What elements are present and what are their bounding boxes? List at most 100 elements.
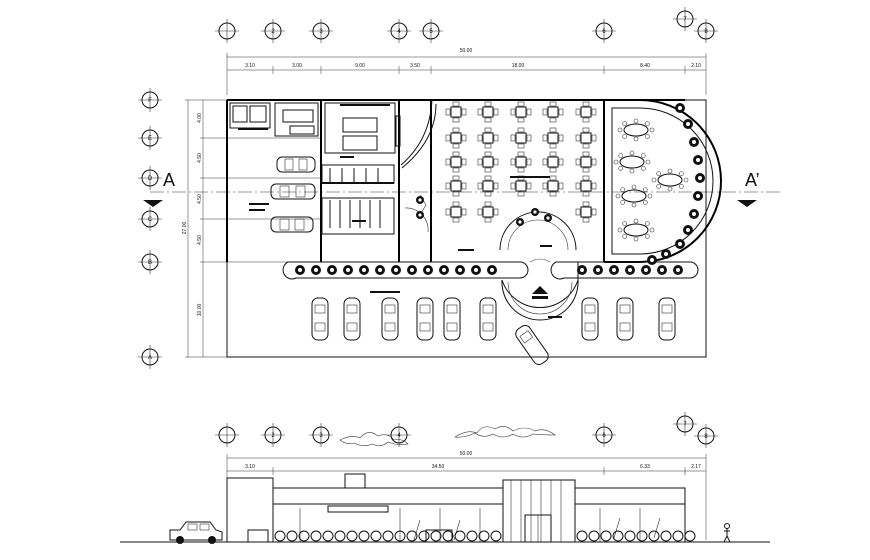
shrub-icon — [600, 530, 612, 542]
tree-icon — [343, 265, 353, 275]
tree-icon — [416, 196, 424, 204]
dining-table-icon — [575, 151, 597, 173]
tree-icon — [693, 155, 703, 165]
shrub-icon — [624, 530, 636, 542]
grid-marker-7: 7 — [673, 7, 697, 31]
plan-left-grid-markers: F E D C B A — [138, 88, 162, 369]
section-arrow-left-icon — [143, 200, 163, 207]
dining-table-icon — [477, 201, 499, 223]
plan-left-dimensions: 27.00 4.00 4.50 4.50 4.50 10.00 — [182, 99, 320, 358]
grid-label-7: 7 — [683, 17, 687, 23]
grid-marker-8: 8 — [694, 19, 718, 43]
grid-label-E: E — [148, 136, 152, 142]
plan-overall-width-dimension: 50.00 — [226, 48, 707, 95]
plan-dim-2: 3.00 — [292, 63, 302, 69]
shrub-icon — [478, 530, 490, 542]
dining-table-icon — [575, 101, 597, 123]
tree-icon — [693, 191, 703, 201]
grid-label-4: 4 — [397, 29, 401, 35]
cloud-left-icon — [339, 432, 409, 447]
round-table-icon — [613, 150, 651, 174]
shrub-icon — [442, 530, 454, 542]
grid-marker-B: B — [138, 250, 162, 274]
car-top-view-icon — [270, 216, 314, 233]
tree-icon — [516, 218, 524, 226]
elev-dim-4: 2.17 — [691, 464, 701, 470]
plan-top-grid-markers: 2 3 4 5 6 7 8 — [215, 7, 718, 43]
private-dining-hall — [613, 118, 689, 242]
grid-label-5: 5 — [429, 29, 433, 35]
elev-grid-marker-1 — [215, 423, 239, 447]
plan-dim-6: 8.40 — [640, 63, 650, 69]
shrub-icon — [430, 530, 442, 542]
tree-icon — [675, 103, 685, 113]
plan-overall-width: 50.00 — [460, 48, 473, 54]
plan-left-dim-3: 4.50 — [197, 194, 203, 204]
car-top-view-icon — [276, 156, 316, 173]
exterior-parking — [311, 297, 676, 365]
tree-icon — [487, 265, 497, 275]
shrub-icon — [406, 530, 418, 542]
dining-table-icon — [510, 151, 532, 173]
shrub-icon — [286, 530, 298, 542]
dining-table-icon — [575, 127, 597, 149]
tree-icon — [471, 265, 481, 275]
grid-label-8: 8 — [704, 29, 708, 35]
parked-car-icon — [581, 297, 599, 341]
grid-label-C: C — [148, 217, 153, 223]
shrub-icon — [490, 530, 502, 542]
shrub-icon — [418, 530, 430, 542]
shrub-icon — [382, 530, 394, 542]
plan-left-dim-2: 4.50 — [197, 153, 203, 163]
shrub-icon — [684, 530, 696, 542]
elevation-suv-icon — [169, 521, 223, 544]
tree-icon — [416, 211, 424, 219]
round-table-icon — [615, 184, 653, 208]
car-top-view-icon — [270, 183, 316, 200]
grid-marker-F: F — [138, 88, 162, 112]
grid-label-6: 6 — [602, 29, 606, 35]
person-figure-icon — [723, 523, 731, 543]
grid-marker-E: E — [138, 126, 162, 150]
tree-icon — [327, 265, 337, 275]
shrub-icon — [358, 530, 370, 542]
tree-icon — [683, 225, 693, 235]
tree-icon — [577, 265, 587, 275]
tree-icon — [673, 265, 683, 275]
tree-icon — [657, 265, 667, 275]
elev-dim-3: 6.33 — [640, 464, 650, 470]
dining-table-icon — [477, 127, 499, 149]
shrub-icon — [322, 530, 334, 542]
grid-label-A: A — [148, 355, 152, 361]
shrub-icon — [346, 530, 358, 542]
round-table-icon — [651, 168, 689, 192]
plan-dim-4: 3.50 — [410, 63, 420, 69]
dining-table-icon — [445, 101, 467, 123]
plan-dim-1: 3.10 — [245, 63, 255, 69]
plan-dim-3: 9.00 — [355, 63, 365, 69]
plan-dim-7: 2.10 — [691, 63, 701, 69]
elev-dim-1: 3.10 — [245, 464, 255, 470]
tree-icon — [593, 265, 603, 275]
section-label-right: A’ — [745, 170, 760, 190]
dining-table-icon — [542, 175, 564, 197]
elev-grid-marker-3: 3 — [309, 423, 333, 447]
round-table-icon — [617, 118, 655, 142]
section-line-a: A A’ — [143, 170, 780, 207]
shrub-icon — [298, 530, 310, 542]
shrub-icon — [636, 530, 648, 542]
tree-icon — [641, 265, 651, 275]
dining-table-icon — [445, 175, 467, 197]
shrub-icon — [672, 530, 684, 542]
elev-overall-width: 50.00 — [460, 451, 473, 457]
dining-table-icon — [477, 151, 499, 173]
section-arrow-right-icon — [737, 200, 757, 207]
dining-table-icon — [575, 175, 597, 197]
dining-table-icon — [542, 151, 564, 173]
shrub-icon — [370, 530, 382, 542]
tree-icon — [683, 119, 693, 129]
shrub-icon — [334, 530, 346, 542]
interior-parking — [249, 156, 316, 233]
plan-dim-5: 18.00 — [512, 63, 525, 69]
tree-icon — [625, 265, 635, 275]
